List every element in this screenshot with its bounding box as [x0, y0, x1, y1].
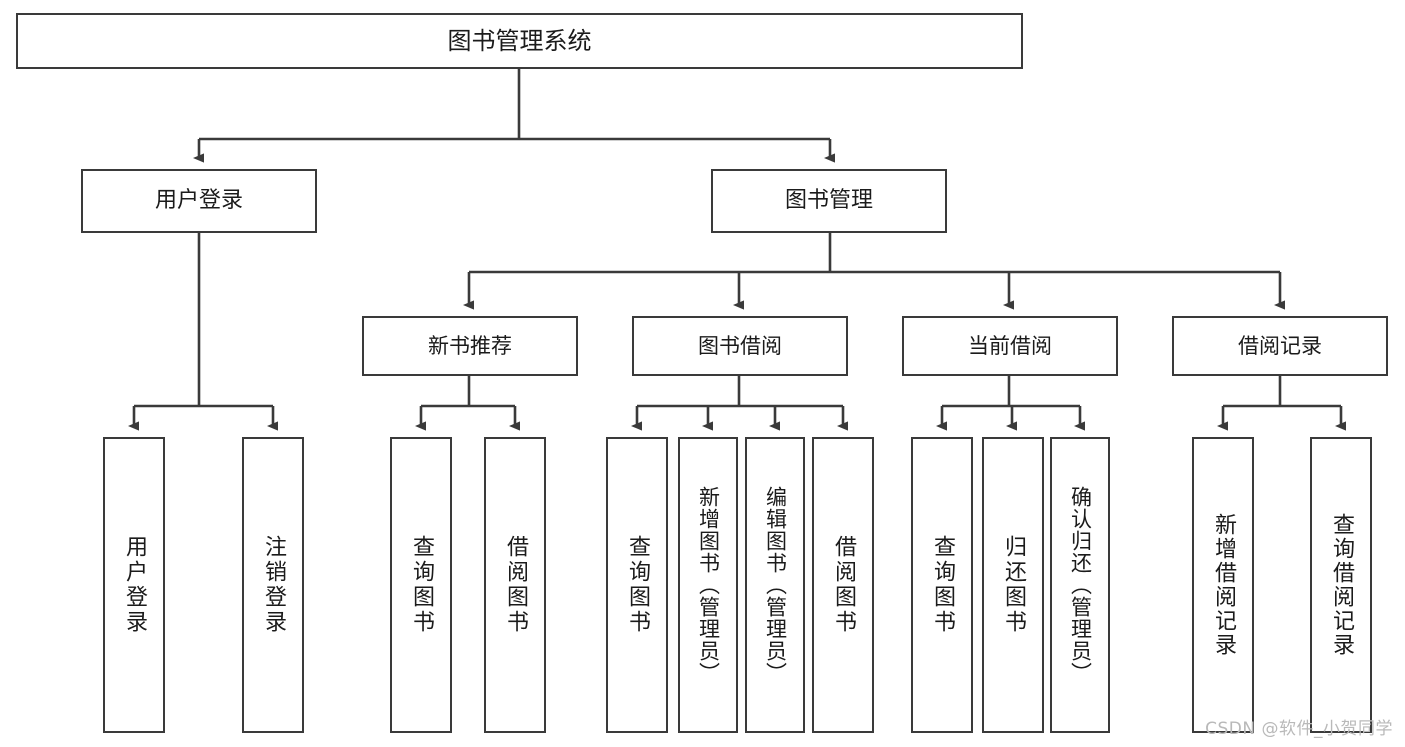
node-leaf-confirm-return-admin-label: 确认归还（管理员） — [1068, 486, 1093, 684]
node-leaf-add-book-admin[interactable]: 新增图书（管理员） — [678, 437, 738, 733]
node-book-borrow-label: 图书借阅 — [698, 333, 782, 358]
node-user-login-label: 用户登录 — [154, 188, 243, 214]
node-borrow-record-label: 借阅记录 — [1238, 333, 1322, 358]
node-new-book-rec-label: 新书推荐 — [428, 333, 512, 358]
node-leaf-user-login-label: 用户登录 — [122, 535, 147, 635]
node-leaf-user-logout[interactable]: 注销登录 — [242, 437, 304, 733]
node-user-login[interactable]: 用户登录 — [81, 169, 317, 233]
node-leaf-user-logout-label: 注销登录 — [261, 535, 286, 635]
node-leaf-query-borrow-record-label: 查询借阅记录 — [1329, 513, 1354, 657]
node-leaf-edit-book-admin[interactable]: 编辑图书（管理员） — [745, 437, 805, 733]
node-leaf-query-book-borrow[interactable]: 查询图书 — [606, 437, 668, 733]
node-leaf-query-book-borrow-label: 查询图书 — [625, 535, 650, 635]
node-leaf-add-borrow-record-label: 新增借阅记录 — [1211, 513, 1236, 657]
node-leaf-borrow-book-rec[interactable]: 借阅图书 — [484, 437, 546, 733]
node-leaf-borrow-book-label: 借阅图书 — [831, 535, 856, 635]
node-root-label: 图书管理系统 — [447, 26, 592, 55]
node-leaf-add-book-admin-label: 新增图书（管理员） — [696, 486, 721, 684]
node-leaf-query-book-rec[interactable]: 查询图书 — [390, 437, 452, 733]
node-borrow-record[interactable]: 借阅记录 — [1172, 316, 1388, 376]
node-new-book-rec[interactable]: 新书推荐 — [362, 316, 578, 376]
node-leaf-user-login[interactable]: 用户登录 — [103, 437, 165, 733]
node-leaf-add-borrow-record[interactable]: 新增借阅记录 — [1192, 437, 1254, 733]
node-leaf-edit-book-admin-label: 编辑图书（管理员） — [763, 486, 788, 684]
node-root[interactable]: 图书管理系统 — [16, 13, 1023, 69]
node-leaf-confirm-return-admin[interactable]: 确认归还（管理员） — [1050, 437, 1110, 733]
node-leaf-return-book-label: 归还图书 — [1001, 535, 1026, 635]
node-leaf-query-book-current-label: 查询图书 — [930, 535, 955, 635]
node-current-borrow[interactable]: 当前借阅 — [902, 316, 1118, 376]
node-leaf-query-book-current[interactable]: 查询图书 — [911, 437, 973, 733]
node-leaf-borrow-book[interactable]: 借阅图书 — [812, 437, 874, 733]
node-book-borrow[interactable]: 图书借阅 — [632, 316, 848, 376]
node-book-manage[interactable]: 图书管理 — [711, 169, 947, 233]
node-leaf-query-book-rec-label: 查询图书 — [409, 535, 434, 635]
node-book-manage-label: 图书管理 — [784, 188, 873, 214]
node-leaf-query-borrow-record[interactable]: 查询借阅记录 — [1310, 437, 1372, 733]
node-current-borrow-label: 当前借阅 — [968, 333, 1052, 358]
node-leaf-borrow-book-rec-label: 借阅图书 — [503, 535, 528, 635]
node-leaf-return-book[interactable]: 归还图书 — [982, 437, 1044, 733]
